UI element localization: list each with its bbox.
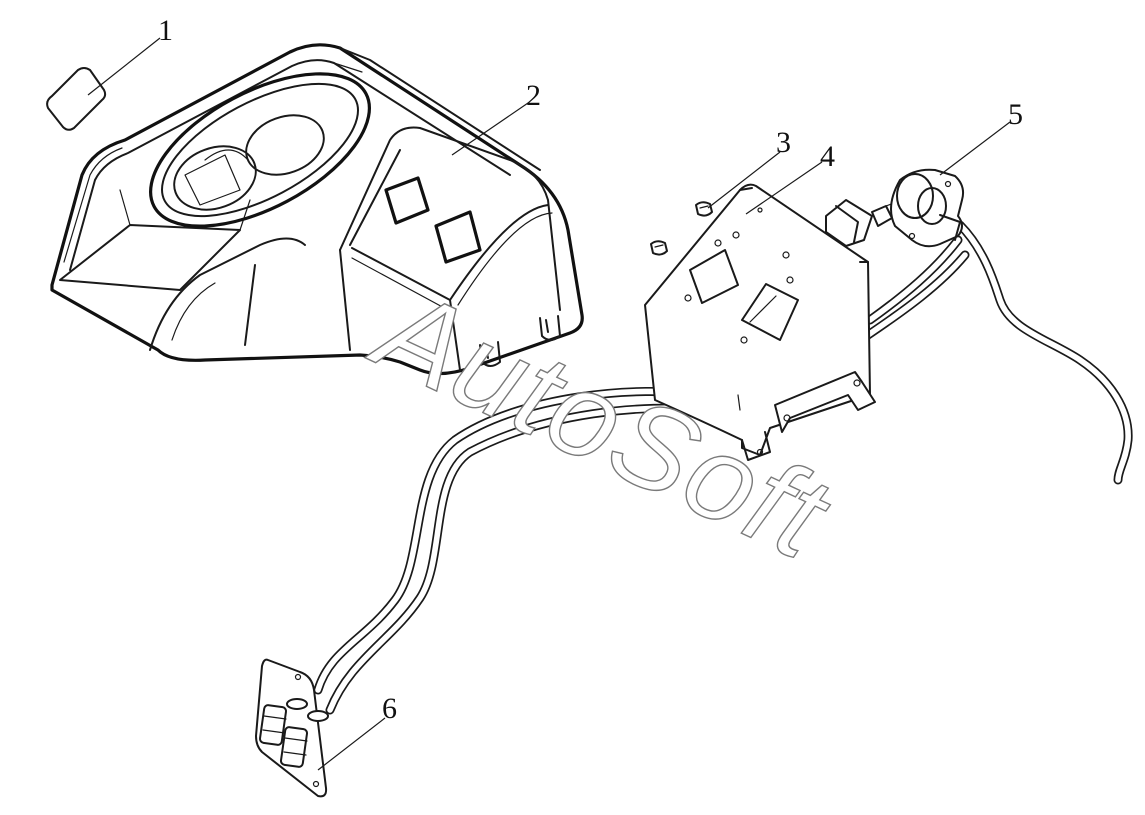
callout-3: 3 bbox=[776, 126, 791, 159]
callout-1: 1 bbox=[158, 14, 173, 47]
callout-6: 6 bbox=[382, 692, 397, 725]
callout-5: 5 bbox=[1008, 98, 1023, 131]
callout-labels: 1 2 3 4 5 6 bbox=[158, 14, 1023, 725]
callout-leaders bbox=[87, 37, 1011, 771]
part-4-bracket bbox=[644, 183, 876, 461]
part-6-outlet-plate bbox=[255, 658, 329, 798]
leader-1 bbox=[87, 37, 161, 96]
leader-2 bbox=[451, 102, 529, 156]
cable-harness bbox=[313, 220, 1133, 715]
leader-5 bbox=[939, 121, 1011, 176]
part-3-screws bbox=[650, 201, 713, 256]
part-5-switch bbox=[825, 168, 965, 248]
leader-4 bbox=[745, 161, 823, 215]
part-1-pad bbox=[46, 67, 107, 131]
leader-6 bbox=[317, 717, 386, 771]
callout-2: 2 bbox=[526, 79, 541, 112]
leader-3 bbox=[707, 151, 781, 209]
callout-4: 4 bbox=[820, 140, 835, 173]
